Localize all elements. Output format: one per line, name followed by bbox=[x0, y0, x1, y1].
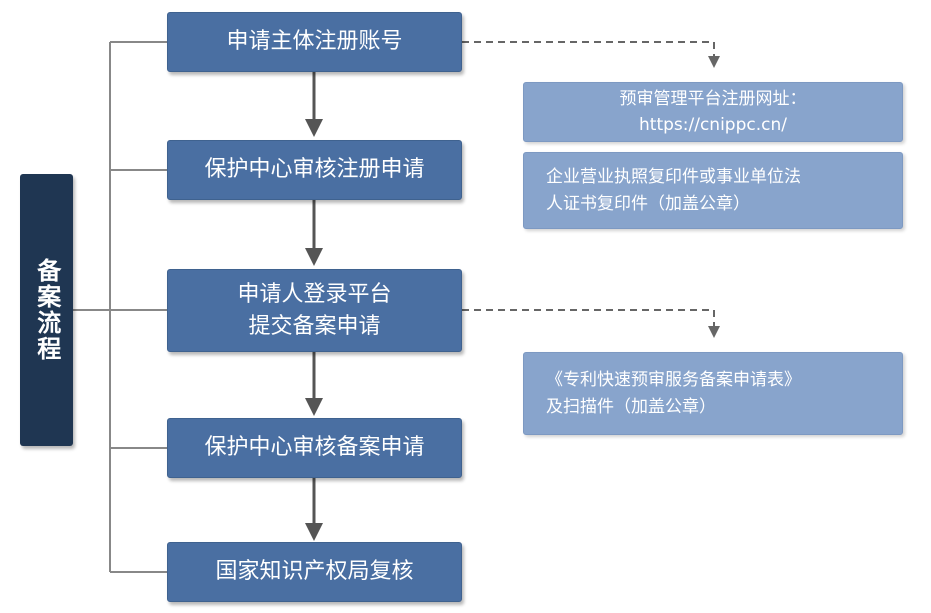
step-cnipa-recheck: 国家知识产权局复核 bbox=[167, 542, 462, 602]
step-center-review-registration-label: 保护中心审核注册申请 bbox=[204, 157, 425, 183]
step-center-review-registration: 保护中心审核注册申请 bbox=[167, 140, 462, 200]
step-center-review-filing: 保护中心审核备案申请 bbox=[167, 418, 462, 478]
step-register-account: 申请主体注册账号 bbox=[167, 12, 462, 72]
side-label: 备案流程 bbox=[20, 174, 73, 446]
step-center-review-filing-label: 保护中心审核备案申请 bbox=[204, 435, 425, 461]
note-license-copy-text: 企业营业执照复印件或事业单位法 人证书复印件（加盖公章） bbox=[546, 167, 801, 214]
side-label-text: 备案流程 bbox=[32, 258, 61, 362]
step-login-submit-filing-label: 申请人登录平台 提交备案申请 bbox=[237, 281, 392, 339]
note-registration-url: 预审管理平台注册网址： https://cnippc.cn/ bbox=[523, 82, 903, 142]
dashed-connector-1 bbox=[462, 41, 720, 68]
note-registration-url-text: 预审管理平台注册网址： https://cnippc.cn/ bbox=[619, 88, 807, 135]
step-login-submit-filing: 申请人登录平台 提交备案申请 bbox=[167, 269, 462, 352]
dashed-connector-2 bbox=[462, 309, 720, 338]
note-connectors bbox=[462, 41, 720, 338]
step-register-account-label: 申请主体注册账号 bbox=[226, 29, 403, 55]
note-license-copy: 企业营业执照复印件或事业单位法 人证书复印件（加盖公章） bbox=[523, 152, 903, 229]
bracket-connector bbox=[73, 41, 167, 573]
note-application-form-text: 《专利快速预审服务备案申请表》 及扫描件（加盖公章） bbox=[546, 370, 801, 417]
note-application-form: 《专利快速预审服务备案申请表》 及扫描件（加盖公章） bbox=[523, 352, 903, 435]
step-cnipa-recheck-label: 国家知识产权局复核 bbox=[215, 559, 414, 585]
